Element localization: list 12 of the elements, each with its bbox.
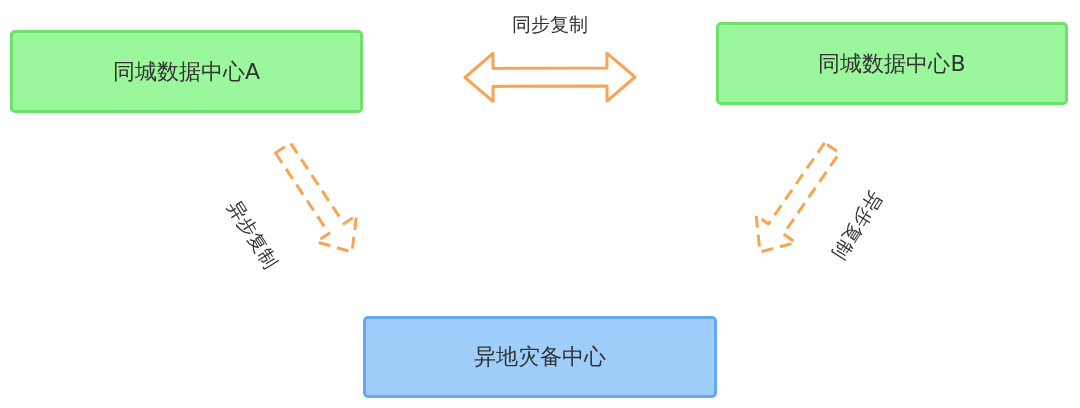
data-center-box <box>716 22 1068 105</box>
node-label: 异地灾备中心 <box>474 343 606 371</box>
node-label: 同城数据中心A <box>112 57 261 86</box>
edge-label: 异步复制 <box>827 186 889 265</box>
double-arrow <box>463 51 637 103</box>
arrow <box>754 141 841 254</box>
edge-label: 异步复制 <box>222 195 284 275</box>
data-center-box <box>10 30 363 113</box>
data-center-box <box>363 316 717 398</box>
arrow <box>274 141 358 254</box>
edge-label: 同步复制 <box>512 12 588 38</box>
node-label: 同城数据中心B <box>818 49 966 78</box>
